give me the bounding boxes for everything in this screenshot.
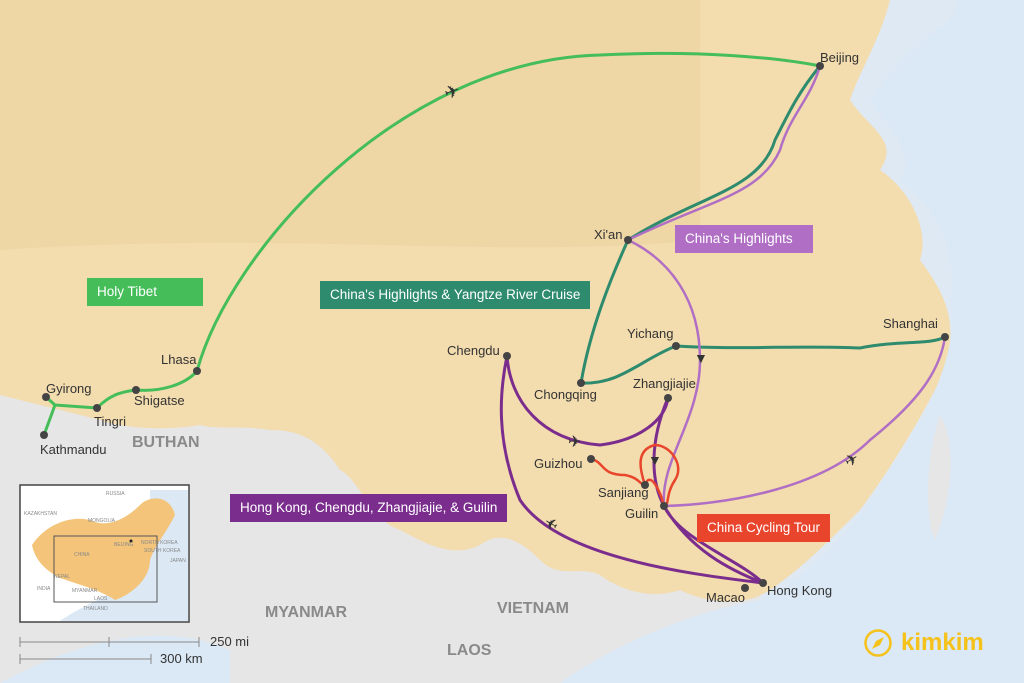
country-laos: LAOS [447,642,492,659]
route-highlights-yangtze [579,65,946,385]
plane-icon: ✈ [568,434,581,451]
city-shigatse: Shigatse [134,393,185,408]
city-gyirong: Gyirong [46,381,92,396]
country-buthan: BUTHAN [132,434,200,451]
city-zhangjiajie: Zhangjiajie [633,376,696,391]
scale-bar [19,637,200,664]
inset-map: RUSSIA KAZAKHSTAN MONGOLIA CHINA BEIJING… [19,484,190,623]
plane-icon: ✈ [442,80,463,104]
city-chengdu: Chengdu [447,343,500,358]
logo-text: kimkim [901,629,984,656]
city-beijing: Beijing [820,50,859,65]
city-sanjiang: Sanjiang [598,485,649,500]
city-lhasa: Lhasa [161,352,197,367]
compass-icon [864,629,892,657]
route-hk-chengdu [499,355,765,585]
city-guilin: Guilin [625,506,658,521]
svg-text:JAPAN: JAPAN [170,558,186,564]
route-label-highlights-yangtze[interactable]: China's Highlights & Yangtze River Cruis… [320,281,591,309]
city-macao: Macao [706,590,745,605]
svg-text:CHINA: CHINA [74,552,90,558]
svg-text:RUSSIA: RUSSIA [106,491,125,497]
city-shanghai: Shanghai [883,316,938,331]
svg-text:KAZAKHSTAN: KAZAKHSTAN [24,511,57,517]
svg-text:NEPAL: NEPAL [54,574,70,580]
scale-miles: 250 mi [210,634,250,649]
route-label-hk-chengdu[interactable]: Hong Kong, Chengdu, Zhangjiajie, & Guili… [230,494,508,522]
kimkim-logo: kimkim [863,628,984,658]
svg-text:BEIJING: BEIJING [114,542,134,548]
city-tingri: Tingri [94,414,126,429]
svg-text:SOUTH KOREA: SOUTH KOREA [144,548,181,554]
svg-text:INDIA: INDIA [37,586,51,592]
sea [560,0,1024,683]
svg-text:NORTH KOREA: NORTH KOREA [141,540,178,546]
route-china-highlights [625,65,947,508]
country-myanmar: MYANMAR [265,604,348,621]
route-label-holy-tibet[interactable]: Holy Tibet [87,278,203,306]
city-xian: Xi'an [594,227,623,242]
city-kathmandu: Kathmandu [40,442,107,457]
arrow-icon: ▼ [648,452,662,468]
city-hongkong: Hong Kong [767,583,832,598]
city-guizhou: Guizhou [534,456,582,471]
country-vietnam: VIETNAM [497,600,569,617]
route-label-cycling[interactable]: China Cycling Tour [697,514,831,542]
svg-text:THAILAND: THAILAND [83,606,108,612]
arrow-icon: ▼ [694,350,708,366]
scale-km: 300 km [160,651,203,666]
city-chongqing: Chongqing [534,387,597,402]
svg-text:LAOS: LAOS [94,596,108,602]
route-label-china-highlights[interactable]: China's Highlights [675,225,813,253]
svg-text:MONGOLIA: MONGOLIA [88,518,116,524]
city-yichang: Yichang [627,326,674,341]
svg-text:MYANMAR: MYANMAR [72,588,98,594]
